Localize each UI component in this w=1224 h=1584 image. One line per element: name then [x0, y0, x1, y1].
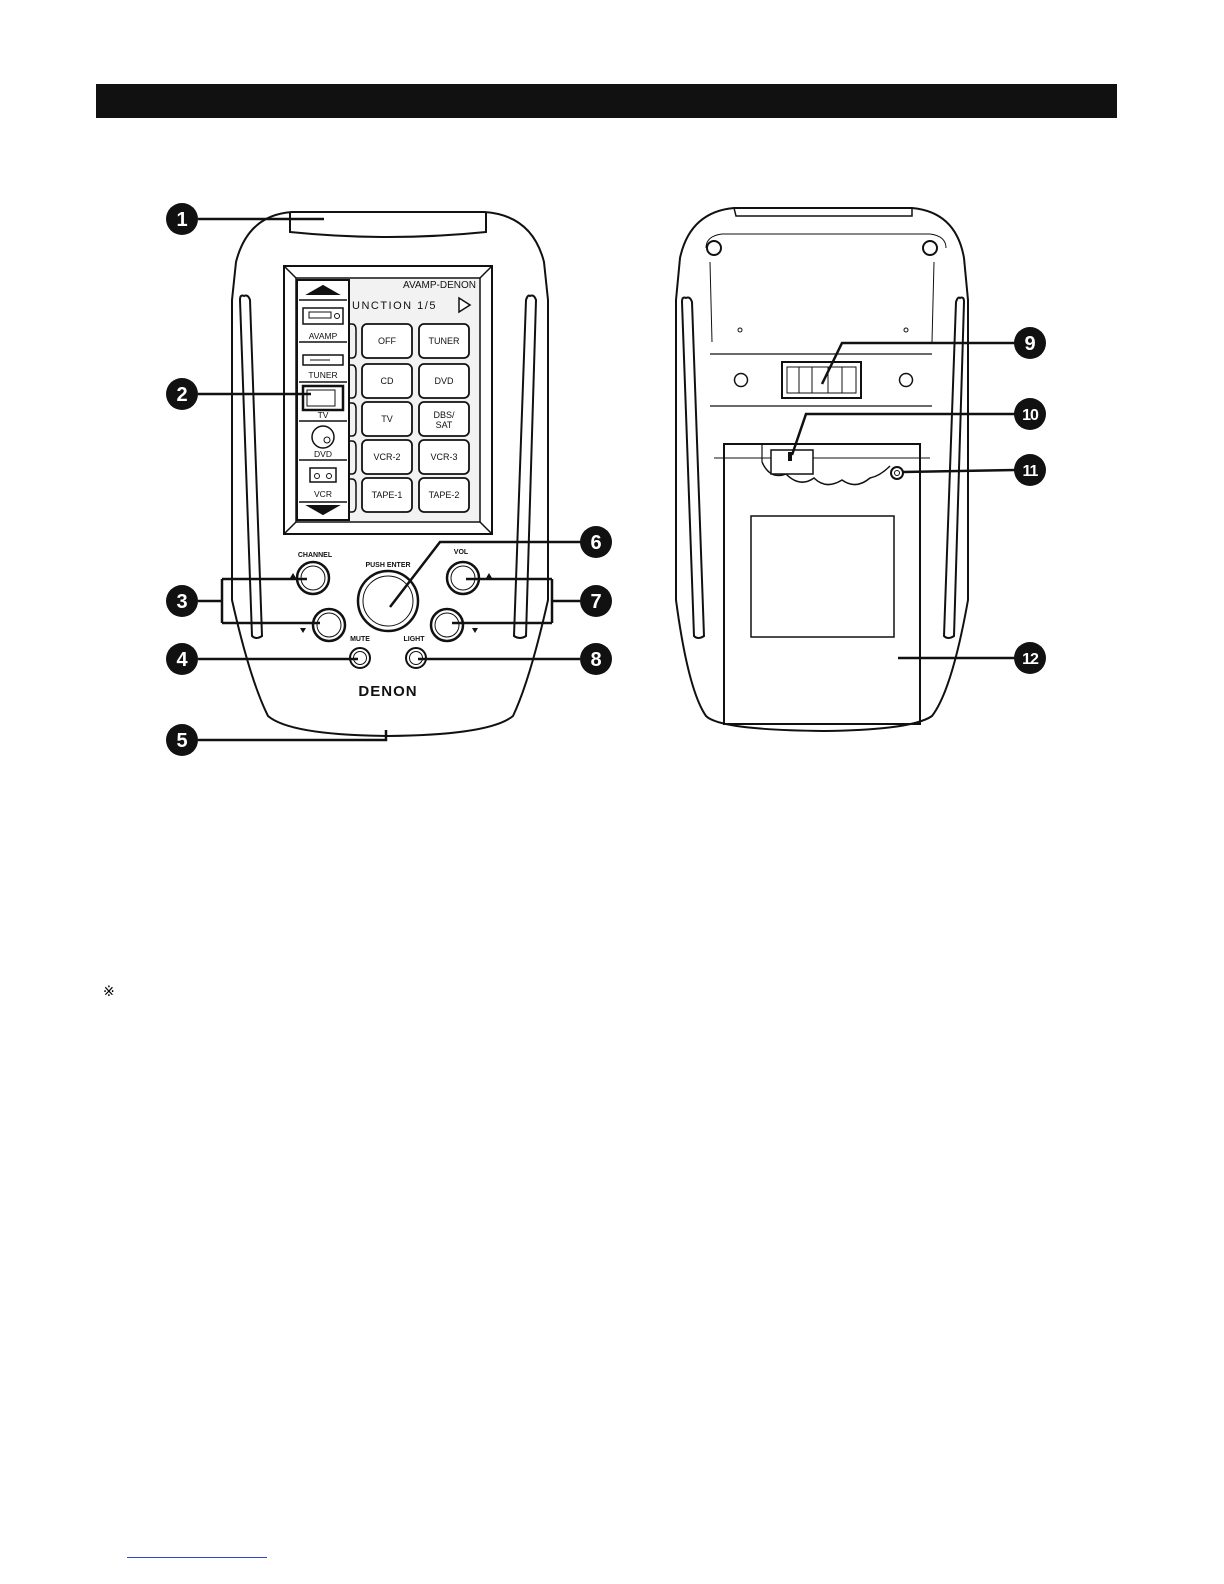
left-grip	[240, 296, 262, 639]
push-enter-knob	[358, 571, 418, 631]
dvd-disc-icon	[312, 426, 334, 448]
sidebar-label-tuner[interactable]: TUNER	[308, 370, 337, 380]
back-right-grip	[944, 298, 964, 639]
callout-8-label: 8	[590, 649, 601, 671]
screen-page-title: UNCTION 1/5	[352, 300, 437, 312]
remote-diagram: AVAMP-DENON UNCTION 1/5 OFF TUNER CD DVD…	[0, 0, 1224, 800]
top-right-screw	[923, 241, 937, 255]
back-body-outline	[676, 208, 968, 731]
callout-11-label: 11	[1023, 463, 1039, 480]
push-enter-label: PUSH ENTER	[365, 562, 410, 569]
ir-window	[290, 212, 486, 237]
screen-button-off[interactable]: OFF	[378, 336, 396, 346]
remote-front-view	[232, 212, 548, 736]
top-left-screw	[707, 241, 721, 255]
screen-button-cd[interactable]: CD	[381, 376, 394, 386]
channel-label: CHANNEL	[298, 552, 333, 559]
bottom-link-rule	[127, 1557, 267, 1558]
vcr-icon	[310, 468, 336, 482]
light-label: LIGHT	[404, 636, 426, 643]
callout-10-label: 10	[1022, 407, 1039, 424]
screen-button-vcr-2[interactable]: VCR-2	[373, 452, 400, 462]
callout-12-label: 12	[1022, 651, 1039, 668]
screen-button-tuner[interactable]: TUNER	[429, 336, 460, 346]
callout-5-label: 5	[176, 730, 187, 752]
brand-logo: DENON	[358, 683, 417, 700]
screen-button-dbs-sat[interactable]: DBS/SAT	[433, 410, 455, 430]
remote-back-view	[676, 208, 968, 731]
footnote-mark: ※	[103, 984, 115, 1000]
callout-1-label: 1	[176, 209, 187, 231]
sidebar-label-tv[interactable]: TV	[318, 410, 329, 420]
vol-label: VOL	[454, 549, 469, 556]
screen-button-tape-2[interactable]: TAPE-2	[429, 490, 460, 500]
mute-label: MUTE	[350, 636, 370, 643]
callout-2-label: 2	[176, 384, 187, 406]
screen-button-vcr-3[interactable]: VCR-3	[430, 452, 457, 462]
screen-button-tv[interactable]: TV	[381, 414, 393, 424]
callout-4-label: 4	[176, 649, 188, 671]
screen-device-name: AVAMP-DENON	[403, 280, 476, 291]
screen-button-tape-1[interactable]: TAPE-1	[372, 490, 403, 500]
screen-button-dvd[interactable]: DVD	[434, 376, 454, 386]
right-grip	[514, 296, 536, 639]
callout-7-label: 7	[590, 591, 601, 613]
back-label-area	[751, 516, 894, 637]
channel-down-button	[313, 609, 345, 641]
callout-6-label: 6	[590, 532, 601, 554]
back-left-grip	[682, 298, 704, 639]
sidebar-label-vcr[interactable]: VCR	[314, 489, 332, 499]
callout-3-label: 3	[176, 591, 187, 613]
callout-9-label: 9	[1024, 333, 1035, 355]
sidebar-label-dvd[interactable]: DVD	[314, 449, 332, 459]
vol-down-button	[431, 609, 463, 641]
sidebar-label-avamp[interactable]: AVAMP	[309, 331, 338, 341]
jack-connector	[891, 467, 903, 479]
